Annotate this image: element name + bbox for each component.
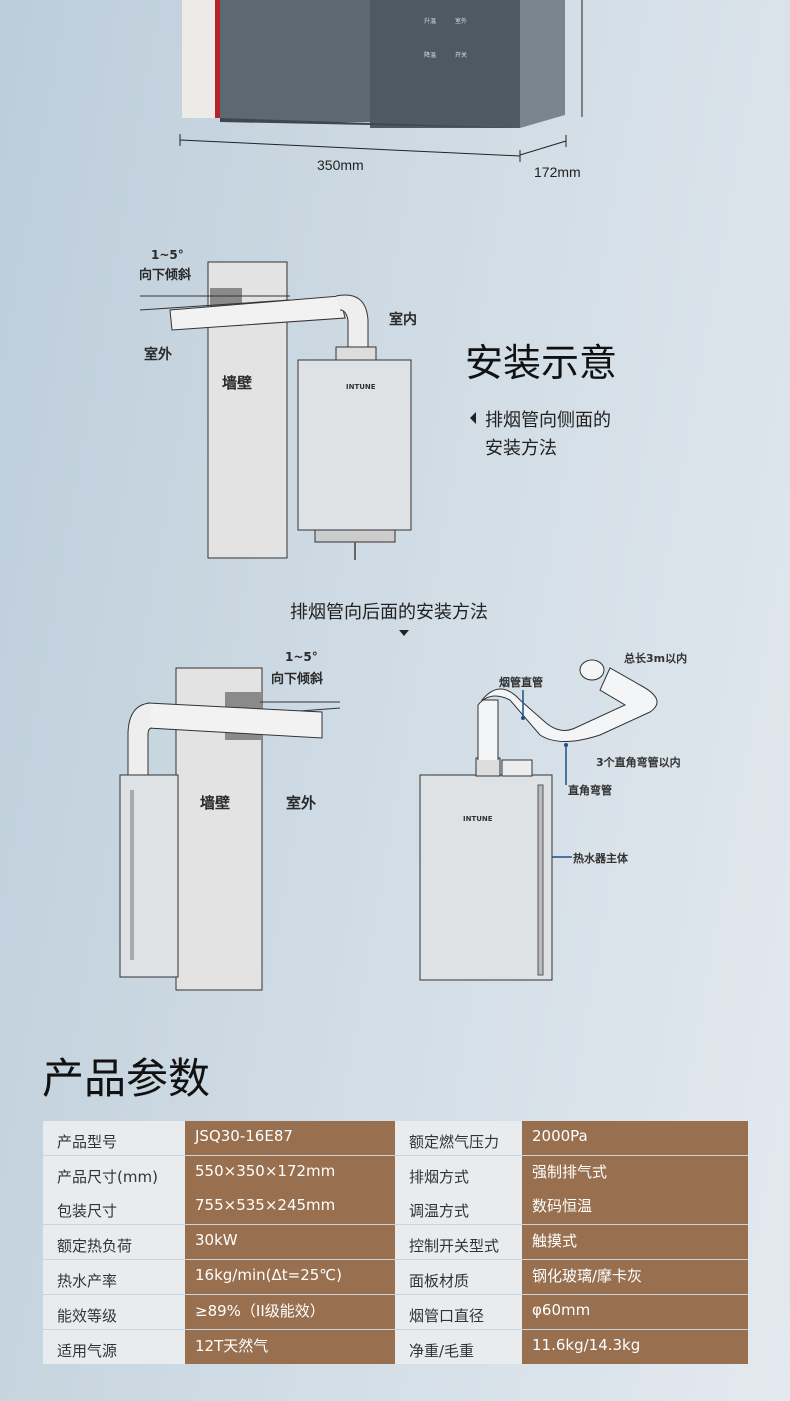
brand-logo: INTUNE xyxy=(346,383,376,391)
back-install-drawing xyxy=(119,659,658,991)
wall-label: 墙壁 xyxy=(222,374,253,392)
spec-value: ≥89%（II级能效） xyxy=(185,1295,395,1329)
spec-label: 控制开关型式 xyxy=(395,1225,522,1259)
back-tilt-label: 向下倾斜 xyxy=(271,672,324,687)
spec-value: 16kg/min(Δt=25℃) xyxy=(185,1260,395,1294)
spec-label: 能效等级 xyxy=(43,1295,185,1329)
spec-value: φ60mm xyxy=(522,1295,748,1329)
brand-logo-2: INTUNE xyxy=(463,815,493,823)
tilt-label: 向下倾斜 xyxy=(139,268,192,283)
spec-label: 调温方式 xyxy=(395,1190,522,1224)
spec-label: 净重/毛重 xyxy=(395,1330,522,1364)
spec-value: 触摸式 xyxy=(522,1225,748,1259)
spec-label: 产品尺寸(mm) xyxy=(43,1156,185,1190)
back-wall-label: 墙壁 xyxy=(200,794,231,812)
outdoor-label: 室外 xyxy=(144,347,172,363)
spec-value: 2000Pa xyxy=(522,1121,748,1155)
side-caption-line1: 排烟管向侧面的 xyxy=(485,410,611,431)
down-triangle-icon xyxy=(399,630,409,636)
spec-value: 550×350×172mm xyxy=(185,1156,395,1190)
spec-label: 额定热负荷 xyxy=(43,1225,185,1259)
spec-label: 烟管口直径 xyxy=(395,1295,522,1329)
elbow-limit-label: 3个直角弯管以内 xyxy=(596,756,681,769)
specs-title: 产品参数 xyxy=(42,1054,211,1103)
spec-label: 面板材质 xyxy=(395,1260,522,1294)
indoor-label: 室内 xyxy=(389,312,417,328)
water-heater-front xyxy=(179,0,583,162)
panel-button-outdoor: 室外 xyxy=(455,18,468,25)
panel-button-power: 开关 xyxy=(455,52,468,59)
spec-value: JSQ30-16E87 xyxy=(185,1121,395,1155)
heater-body-label: 热水器主体 xyxy=(573,852,628,865)
spec-label: 排烟方式 xyxy=(395,1156,522,1190)
spec-value: 强制排气式 xyxy=(522,1156,748,1190)
spec-label: 产品型号 xyxy=(43,1121,185,1155)
spec-label: 热水产率 xyxy=(43,1260,185,1294)
section-title-install: 安装示意 xyxy=(465,341,618,385)
side-install-drawing xyxy=(139,261,476,560)
straight-pipe-label: 烟管直管 xyxy=(499,676,543,689)
spec-label: 适用气源 xyxy=(43,1330,185,1364)
total-length-label: 总长3m以内 xyxy=(624,652,688,665)
spec-value: 钢化玻璃/摩卡灰 xyxy=(522,1260,748,1294)
spec-label: 包装尺寸 xyxy=(43,1190,185,1224)
spec-value: 数码恒温 xyxy=(522,1190,748,1224)
spec-value: 12T天然气 xyxy=(185,1330,395,1364)
spec-value: 11.6kg/14.3kg xyxy=(522,1330,748,1364)
back-outdoor-label: 室外 xyxy=(286,794,317,812)
side-caption-line2: 安装方法 xyxy=(485,438,557,459)
tilt-angle-label: 1~5° xyxy=(151,248,184,262)
back-install-caption: 排烟管向后面的安装方法 xyxy=(290,602,488,623)
panel-button-temp-down: 降温 xyxy=(424,52,437,59)
spec-value: 30kW xyxy=(185,1225,395,1259)
depth-dimension: 172mm xyxy=(534,164,581,180)
panel-button-temp-up: 升温 xyxy=(424,18,437,25)
spec-value: 755×535×245mm xyxy=(185,1190,395,1224)
width-dimension: 350mm xyxy=(317,157,364,173)
elbow-label: 直角弯管 xyxy=(568,784,612,797)
spec-label: 额定燃气压力 xyxy=(395,1121,522,1155)
back-tilt-angle-label: 1~5° xyxy=(285,650,318,664)
